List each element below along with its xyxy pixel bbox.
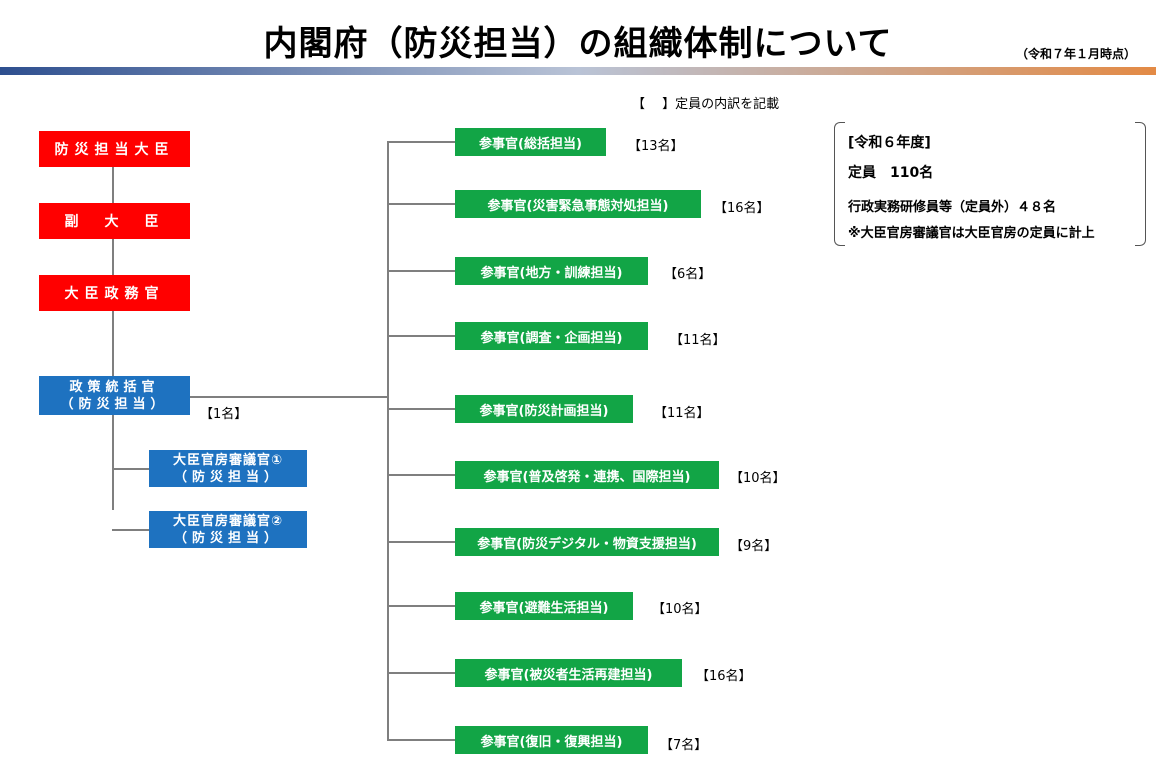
fiscal-year-label: [令和６年度] <box>848 135 931 151</box>
director-label: 参事官(復旧・復興担当) <box>480 734 623 750</box>
director-count: 【16名】 <box>714 201 770 216</box>
director-count: 【10名】 <box>652 602 708 617</box>
director-label: 参事官(災害緊急事態対処担当) <box>487 198 669 214</box>
minister-label: 防災担当大臣 <box>54 142 175 158</box>
vice-minister-label: 副 大 臣 <box>64 214 165 230</box>
director-box: 参事官(防災デジタル・物資支援担当) <box>455 528 719 556</box>
right-bracket <box>1135 122 1146 246</box>
director-count: 【13名】 <box>628 139 684 154</box>
connector-to-councillor-2 <box>112 529 150 531</box>
parliamentary-secretary-label: 大臣政務官 <box>64 286 165 302</box>
connector-trunk-to-director <box>388 408 455 410</box>
left-bracket <box>834 122 845 246</box>
director-general-count: 【1名】 <box>200 407 248 422</box>
director-general-line2: （防災担当） <box>60 396 169 412</box>
director-label: 参事官(普及啓発・連携、国際担当) <box>483 469 691 485</box>
director-label: 参事官(防災計画担当) <box>479 403 609 419</box>
councillor-2-box: 大臣官房審議官② （防災担当） <box>149 511 307 548</box>
director-count: 【7名】 <box>660 738 708 753</box>
as-of-date: （令和７年１月時点） <box>1015 47 1136 61</box>
councillor-1-box: 大臣官房審議官① （防災担当） <box>149 450 307 487</box>
header-gradient-bar <box>0 67 1156 75</box>
staff-capacity: 定員 110名 <box>848 165 934 181</box>
connector-trunk-to-director <box>388 739 455 741</box>
legend-note: 【 】定員の内訳を記載 <box>632 97 780 112</box>
page-title: 内閣府（防災担当）の組織体制について <box>263 24 893 64</box>
director-count: 【11名】 <box>654 406 710 421</box>
connector-to-councillor-1 <box>112 468 150 470</box>
director-label: 参事官(調査・企画担当) <box>480 330 623 346</box>
connector-trunk-to-director <box>388 270 455 272</box>
connector-trunk-to-director <box>388 474 455 476</box>
director-box: 参事官(普及啓発・連携、国際担当) <box>455 461 719 489</box>
connector-minister-chain <box>112 166 114 510</box>
councillor-1-line1: 大臣官房審議官① <box>172 452 283 468</box>
director-general-line1: 政策統括官 <box>69 379 160 395</box>
connector-trunk-to-director <box>388 672 455 674</box>
director-count: 【16名】 <box>696 669 752 684</box>
director-label: 参事官(防災デジタル・物資支援担当) <box>477 536 697 552</box>
connector-trunk-to-director <box>388 605 455 607</box>
director-count: 【9名】 <box>730 539 778 554</box>
director-box: 参事官(避難生活担当) <box>455 592 633 620</box>
director-count: 【11名】 <box>670 333 726 348</box>
vice-minister-box: 副 大 臣 <box>39 203 190 239</box>
connector-dg-to-trunk <box>190 396 388 398</box>
staffing-info-box: [令和６年度] 定員 110名 行政実務研修員等（定員外）４８名 ※大臣官房審議… <box>834 122 1146 246</box>
minister-box: 防災担当大臣 <box>39 131 190 167</box>
councillor-footnote: ※大臣官房審議官は大臣官房の定員に計上 <box>848 226 1095 241</box>
connector-trunk-to-director <box>388 203 455 205</box>
director-box: 参事官(災害緊急事態対処担当) <box>455 190 701 218</box>
trainee-count: 行政実務研修員等（定員外）４８名 <box>848 200 1057 215</box>
director-count: 【10名】 <box>730 471 786 486</box>
connector-trunk-to-director <box>388 335 455 337</box>
parliamentary-secretary-box: 大臣政務官 <box>39 275 190 311</box>
councillor-1-line2: （防災担当） <box>173 469 282 485</box>
director-box: 参事官(地方・訓練担当) <box>455 257 648 285</box>
director-label: 参事官(避難生活担当) <box>479 600 609 616</box>
director-count: 【6名】 <box>664 267 712 282</box>
connector-director-trunk <box>387 141 389 741</box>
councillor-2-line1: 大臣官房審議官② <box>172 513 283 529</box>
connector-trunk-to-director <box>388 541 455 543</box>
director-label: 参事官(総括担当) <box>479 136 582 152</box>
councillor-2-line2: （防災担当） <box>173 530 282 546</box>
director-box: 参事官(調査・企画担当) <box>455 322 648 350</box>
director-label: 参事官(地方・訓練担当) <box>480 265 623 281</box>
director-box: 参事官(被災者生活再建担当) <box>455 659 682 687</box>
director-general-box: 政策統括官 （防災担当） <box>39 376 190 415</box>
director-label: 参事官(被災者生活再建担当) <box>484 667 653 683</box>
director-box: 参事官(復旧・復興担当) <box>455 726 648 754</box>
director-box: 参事官(防災計画担当) <box>455 395 633 423</box>
connector-trunk-to-director <box>388 141 455 143</box>
director-box: 参事官(総括担当) <box>455 128 606 156</box>
